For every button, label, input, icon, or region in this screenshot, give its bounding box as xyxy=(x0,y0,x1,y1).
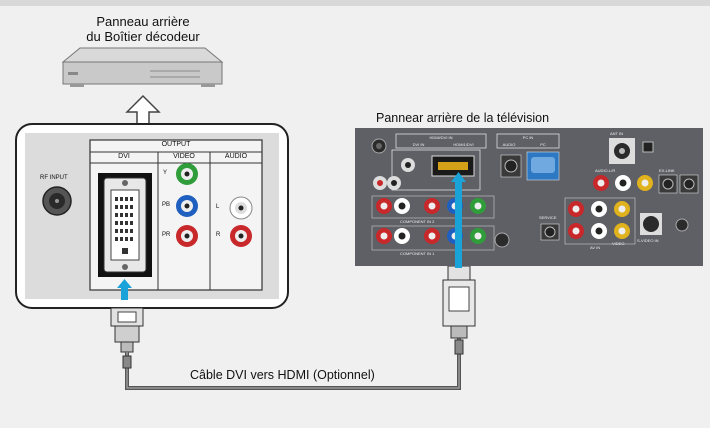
up-arrow-stb xyxy=(125,94,161,125)
stb-title: Panneau arrière du Boîtier décodeur xyxy=(56,14,230,44)
tv-comp2-label: COMPONENT IN 2 xyxy=(400,219,435,224)
top-stripe xyxy=(0,0,710,6)
tv-pc-label: PC xyxy=(540,142,546,147)
component-video-jacks xyxy=(176,163,198,247)
video-header: VIDEO xyxy=(173,153,195,160)
pr-label: PR xyxy=(162,232,171,238)
tv-ex-link-label: EX-LINK xyxy=(659,168,675,173)
tv-comp1-label: COMPONENT IN 1 xyxy=(400,251,435,256)
tv-ant-in-label: ANT IN xyxy=(610,131,624,136)
stb-dvi-port xyxy=(98,173,152,277)
pb-label: PB xyxy=(162,202,171,208)
y-label: Y xyxy=(163,170,168,176)
tv-hdmi1-label: HDMI1/DVI xyxy=(453,142,474,147)
tv-service-label: SERVICE xyxy=(539,215,557,220)
tv-video-label: VIDEO xyxy=(612,241,625,246)
tv-hdmi-dvi-in-label: HDMI/DVI IN xyxy=(429,135,453,140)
hdmi-plug xyxy=(442,265,476,339)
audio-header: AUDIO xyxy=(224,153,248,160)
tv-audio-lr-label: AUDIO-L/R xyxy=(595,168,616,173)
stb-connection-arrow xyxy=(117,279,132,300)
dvi-plug xyxy=(110,307,144,353)
tv-connection-arrow xyxy=(451,172,466,268)
stb-title-line1: Panneau arrière xyxy=(96,14,190,29)
l-label: L xyxy=(216,204,220,210)
cable-label: Câble DVI vers HDMI (Optionnel) xyxy=(190,368,375,382)
tv-dvi-in-label: DVI IN xyxy=(412,142,425,147)
tv-rear-panel xyxy=(355,128,703,266)
output-header: OUTPUT xyxy=(161,141,191,148)
r-label: R xyxy=(216,232,221,238)
dvi-header: DVI xyxy=(118,153,130,160)
rf-input-label: RF INPUT xyxy=(40,175,68,181)
tv-svideo-label: S-VIDEO IN xyxy=(637,238,659,243)
tv-audio-label: AUDIO xyxy=(502,142,516,147)
tv-av-in-label: AV IN xyxy=(590,245,601,250)
tv-title: Pannear arrière de la télévision xyxy=(376,111,550,125)
tv-pc-in-label: PC IN xyxy=(522,135,534,140)
audio-jacks xyxy=(229,196,253,247)
set-top-box xyxy=(61,47,224,87)
stb-title-line2: du Boîtier décodeur xyxy=(86,29,200,44)
